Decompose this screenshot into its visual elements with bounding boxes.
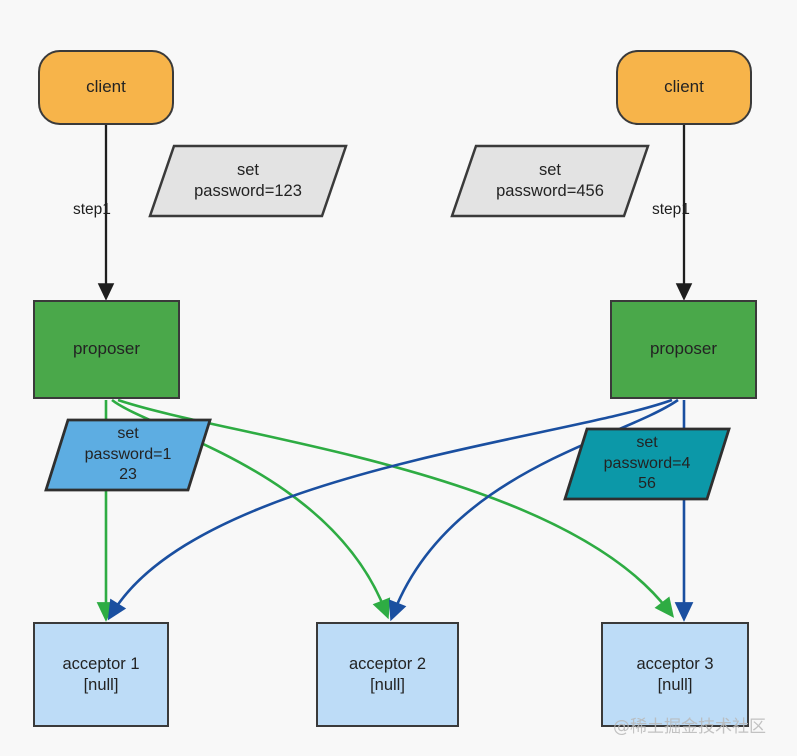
note-teal-right[interactable]: set password=4 56 xyxy=(563,427,731,501)
acceptor-1-value: [null] xyxy=(83,675,119,694)
proposer-left-node[interactable]: proposer xyxy=(33,300,180,399)
client-right-node[interactable]: client xyxy=(616,50,752,125)
acceptor-1-name: acceptor 1 xyxy=(62,655,140,674)
proposer-right-node[interactable]: proposer xyxy=(610,300,757,399)
acceptor-2-node[interactable]: acceptor 2 [null] xyxy=(316,622,459,727)
proposer-left-label: proposer xyxy=(72,339,141,359)
edge-label-step1-left: step1 xyxy=(73,201,111,218)
acceptor-1-node[interactable]: acceptor 1 [null] xyxy=(33,622,169,727)
client-right-label: client xyxy=(664,77,704,97)
acceptor-3-value: [null] xyxy=(657,675,693,694)
acceptor-3-node[interactable]: acceptor 3 [null] xyxy=(601,622,749,727)
acceptor-2-value: [null] xyxy=(370,675,405,694)
acceptor-3-name: acceptor 3 xyxy=(636,655,714,674)
client-left-node[interactable]: client xyxy=(38,50,174,125)
client-left-label: client xyxy=(86,77,126,97)
note-grey-left[interactable]: set password=123 xyxy=(148,144,348,218)
edge-label-step1-right: step1 xyxy=(652,201,690,218)
acceptor-2-name: acceptor 2 xyxy=(348,655,427,674)
watermark-text: @稀土掘金技术社区 xyxy=(613,717,766,737)
note-blue-left[interactable]: set password=1 23 xyxy=(44,418,212,492)
note-grey-right[interactable]: set password=456 xyxy=(450,144,650,218)
proposer-right-label: proposer xyxy=(649,339,718,359)
